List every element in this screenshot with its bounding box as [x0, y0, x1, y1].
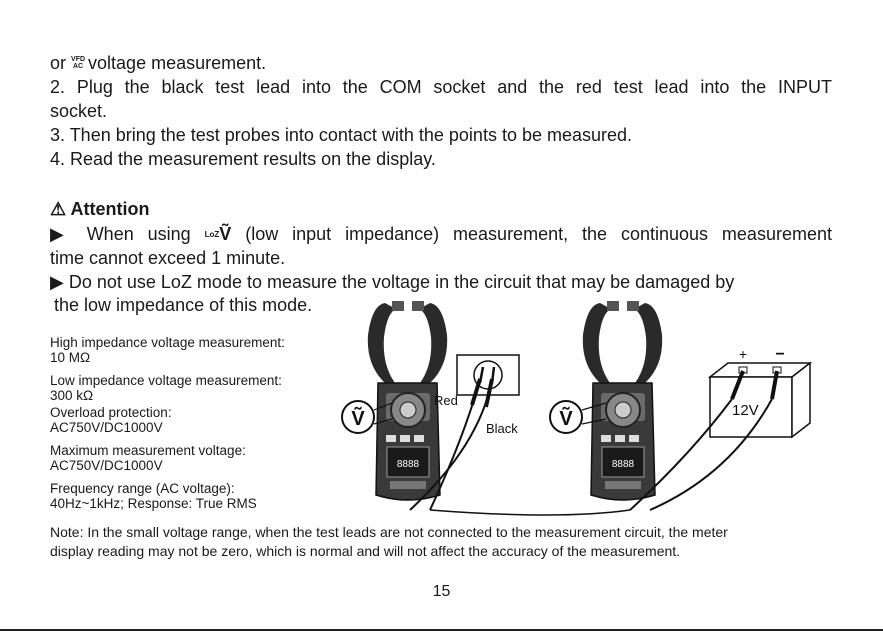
- svg-text:8888: 8888: [612, 459, 635, 470]
- loz-v-icon: LoZṼ: [204, 224, 232, 244]
- step-2-line: 2. Plug the black test lead into the COM…: [50, 77, 832, 97]
- black-lead-label: Black: [486, 421, 518, 436]
- spec-frequency: Frequency range (AC voltage):40Hz~1kHz; …: [50, 481, 257, 511]
- footnote: Note: In the small voltage range, when t…: [50, 524, 728, 559]
- attention-bullet-1: ▶ When using LoZṼ (low input impedance) …: [50, 224, 832, 244]
- spec-max-voltage: Maximum measurement voltage:AC750V/DC100…: [50, 443, 246, 473]
- battery-minus-label: −: [775, 346, 784, 363]
- spec-high-impedance: High impedance voltage measurement:10 MΩ: [50, 335, 285, 365]
- page-number: 15: [432, 583, 451, 600]
- warning-icon: ⚠: [50, 199, 67, 219]
- step-4-line: 4. Read the measurement results on the d…: [50, 149, 436, 169]
- step-3-line: 3. Then bring the test probes into conta…: [50, 125, 633, 145]
- svg-text:Ṽ: Ṽ: [559, 407, 573, 430]
- spec-low-impedance: Low impedance voltage measurement:300 kΩ: [50, 373, 282, 403]
- v-mode-callout-left: Ṽ: [341, 400, 393, 434]
- clamp-meter-left: 8888: [367, 301, 448, 501]
- clamp-meter-right: 8888: [582, 301, 663, 501]
- step-2-cont: socket.: [50, 101, 108, 121]
- battery-plus-label: +: [739, 346, 747, 362]
- intro-prefix: or: [50, 53, 67, 73]
- attention-heading: ⚠ Attention: [50, 198, 149, 220]
- svg-text:Ṽ: Ṽ: [351, 407, 365, 430]
- attention-bullet-2: ▶ Do not use LoZ mode to measure the vol…: [50, 272, 735, 292]
- svg-text:8888: 8888: [397, 459, 420, 470]
- battery-voltage-label: 12V: [732, 402, 759, 419]
- measurement-diagram: 8888 Ṽ Red Black 8888 Ṽ: [341, 301, 813, 516]
- battery-12v: + − 12V: [707, 346, 813, 439]
- intro-suffix: voltage measurement.: [88, 53, 267, 73]
- v-mode-callout-right: Ṽ: [549, 400, 607, 434]
- spec-overload: Overload protection:AC750V/DC1000V: [50, 405, 172, 435]
- bottom-divider: [0, 629, 883, 631]
- attention-bullet-1-cont: time cannot exceed 1 minute.: [50, 248, 286, 268]
- red-lead-label: Red: [434, 393, 458, 408]
- attention-title: Attention: [70, 199, 150, 219]
- bullet-arrow-icon: ▶: [50, 224, 73, 244]
- bullet-arrow-icon: ▶: [50, 272, 64, 292]
- attention-bullet-2-cont: the low impedance of this mode.: [54, 295, 313, 315]
